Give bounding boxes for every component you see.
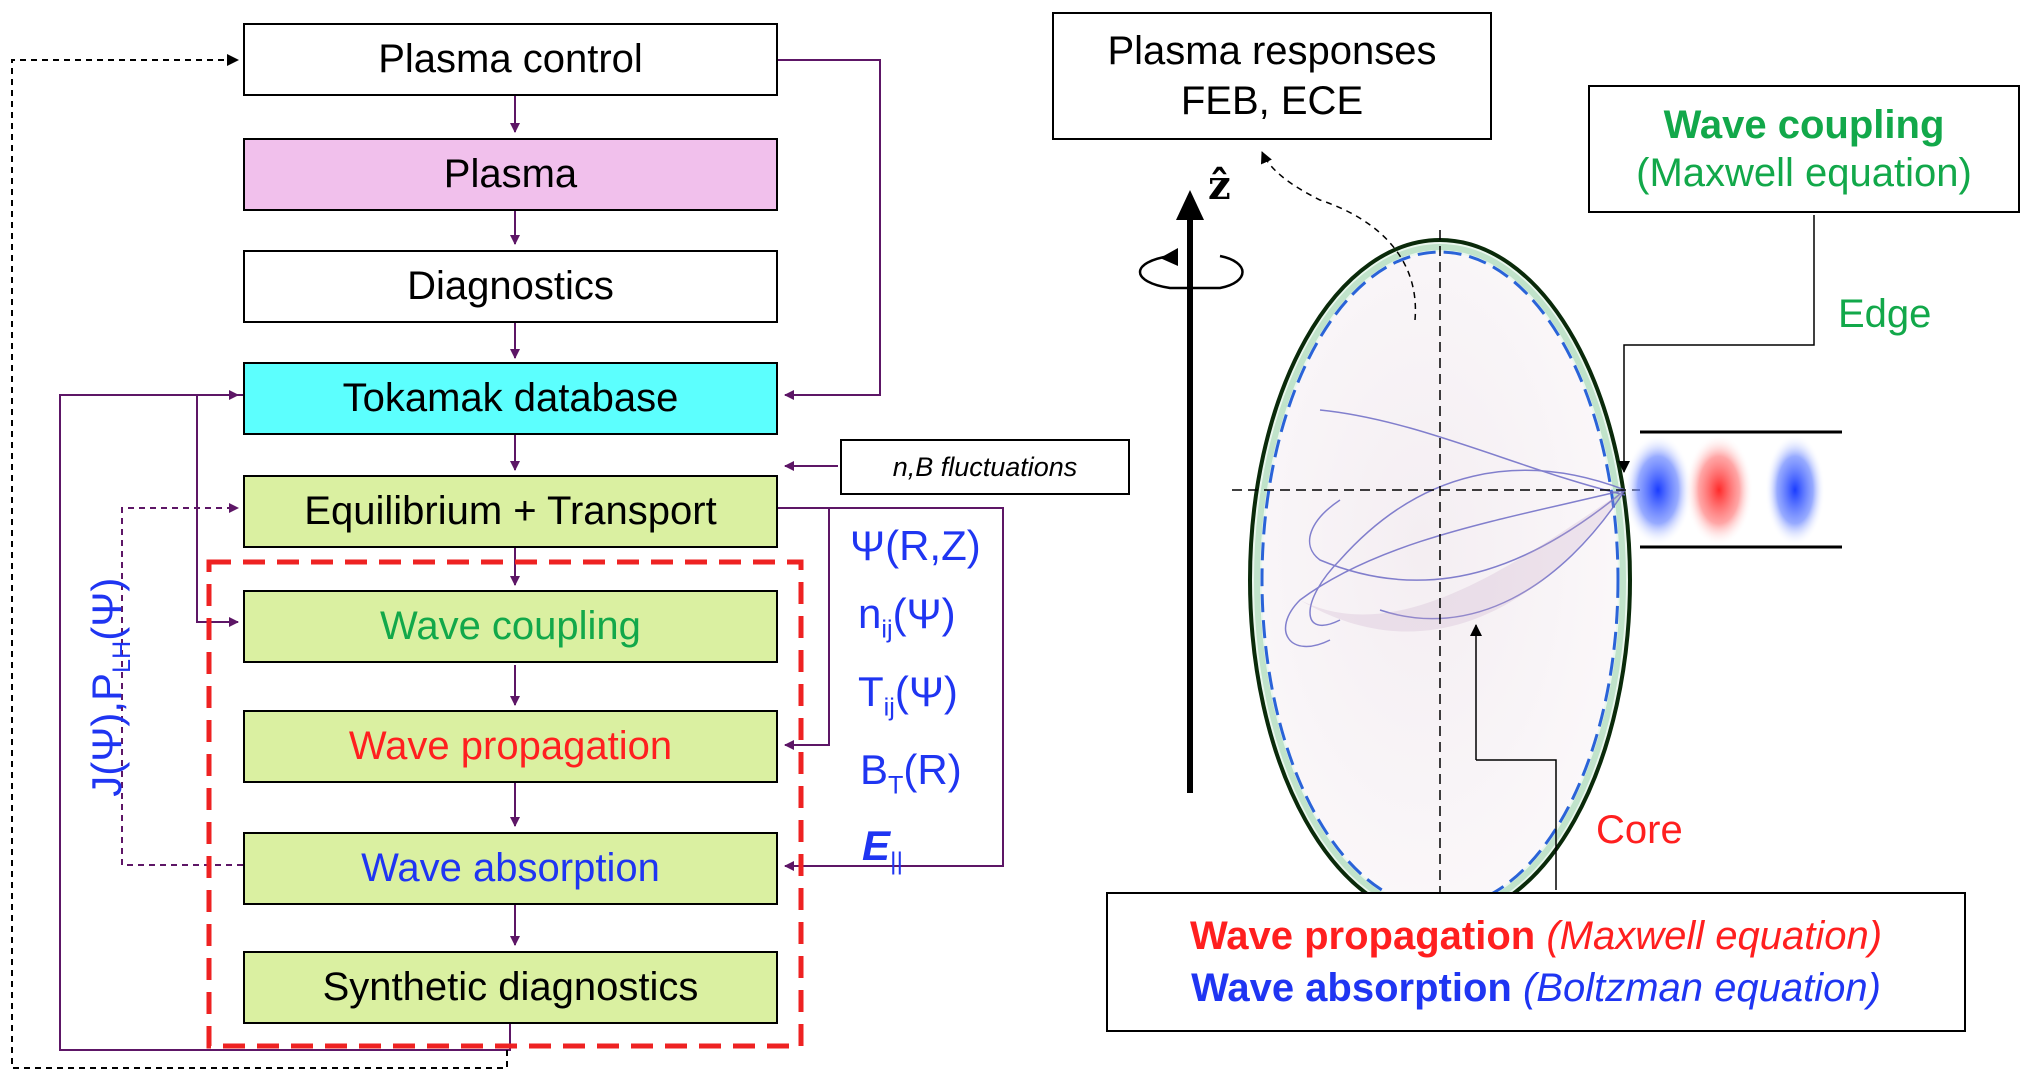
synthetic-diagnostics-box: Synthetic diagnostics — [243, 951, 778, 1024]
plasma-cross-section — [1232, 151, 1815, 962]
wave-coupling-box: Wave coupling — [243, 590, 778, 663]
parallel-field-label: E|| — [862, 822, 904, 876]
psi-label: Ψ(R,Z) — [850, 522, 981, 569]
propagation-line: Wave propagation (Maxwell equation) — [1189, 914, 1883, 958]
z-axis-label: ẑ — [1208, 162, 1231, 209]
wave-absorption-box: Wave absorption — [243, 832, 778, 905]
wave-coupling-panel: Wave coupling (Maxwell equation) — [1588, 85, 2020, 213]
tokamak-database-box: Tokamak database — [243, 362, 778, 435]
absorption-line: Wave absorption (Boltzman equation) — [1191, 966, 1881, 1010]
plasma-box: Plasma — [243, 138, 778, 211]
plasma-responses-box: Plasma responses FEB, ECE — [1052, 12, 1492, 140]
coupling-title: Wave coupling — [1663, 103, 1945, 147]
wave-propagation-absorption-panel: Wave propagation (Maxwell equation) Wave… — [1106, 892, 1966, 1032]
coupling-equation: (Maxwell equation) — [1636, 151, 1972, 195]
equilibrium-transport-box: Equilibrium + Transport — [243, 475, 778, 548]
responses-line1: Plasma responses — [1107, 29, 1437, 73]
toroidal-field-label: BT(R) — [860, 746, 962, 800]
waveguide — [1624, 430, 1842, 549]
dashed-feedback — [11, 54, 508, 1069]
z-axis — [1138, 190, 1244, 793]
plasma-control-box: Plasma control — [243, 23, 778, 96]
edge-label: Edge — [1838, 292, 1932, 336]
wave-module-frame — [206, 559, 804, 1049]
fluctuations-box: n,B fluctuations — [840, 439, 1130, 495]
core-label: Core — [1596, 808, 1683, 852]
temperature-label: Tij(Ψ) — [858, 668, 958, 722]
wave-propagation-box: Wave propagation — [243, 710, 778, 783]
diagnostics-box: Diagnostics — [243, 250, 778, 323]
density-label: nij(Ψ) — [858, 590, 956, 644]
responses-line2: FEB, ECE — [1180, 79, 1364, 123]
current-power-label: J(Ψ),PLH(Ψ) — [82, 577, 137, 797]
